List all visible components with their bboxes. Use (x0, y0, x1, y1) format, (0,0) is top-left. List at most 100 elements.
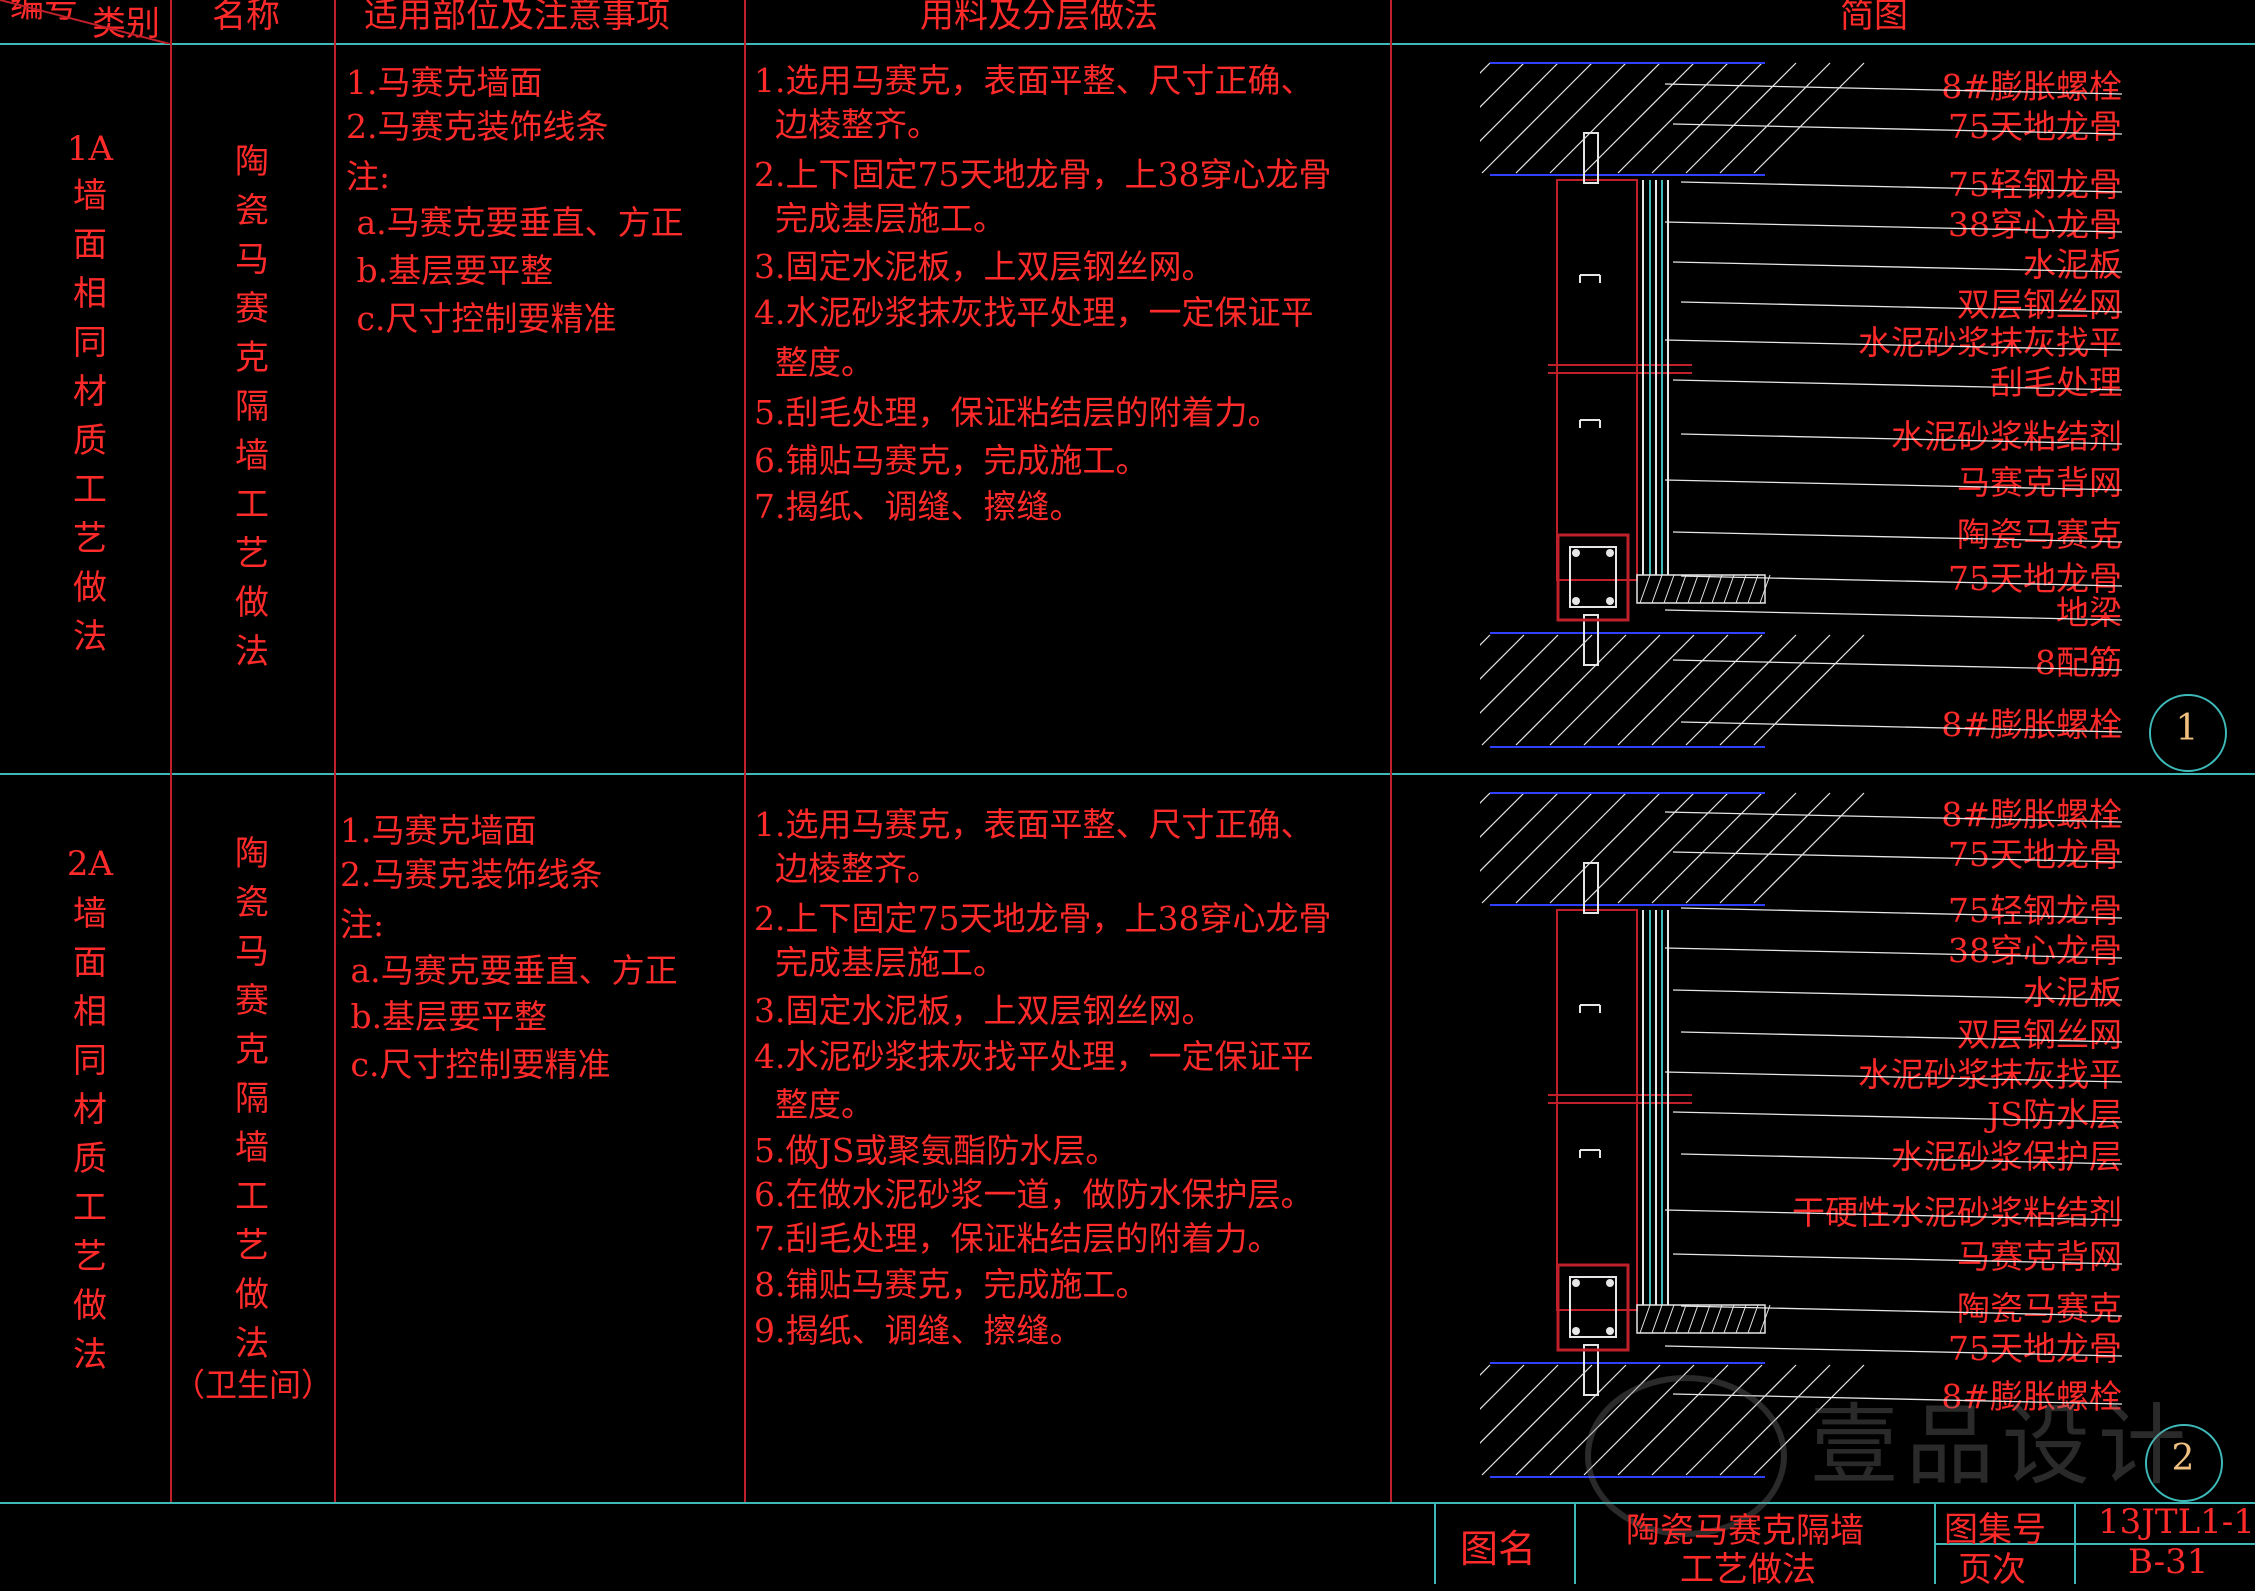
floor-hatch (1753, 634, 1865, 746)
callout-label: 8配筋 (2035, 643, 2122, 682)
row-1-method-line: 5.刮毛处理，保证粘结层的附着力。 (754, 393, 1281, 432)
row-1-code: 1A (66, 129, 114, 169)
row-2-scope-line: 注: (340, 905, 385, 944)
clip-mark (1579, 419, 1601, 428)
row-2-name-char: 隔 (235, 1079, 269, 1119)
floor-finish-hatch (1687, 1304, 1699, 1334)
leader-line (1672, 851, 2123, 863)
callout-label: 水泥砂浆保护层 (1891, 1137, 2122, 1176)
row-2-method-line: 7.刮毛处理，保证粘结层的附着力。 (754, 1219, 1281, 1258)
floor-hatch (1617, 634, 1729, 746)
row-2-category-char: 法 (73, 1335, 107, 1375)
floor-finish-hatch (1699, 574, 1711, 604)
row-2-name-char: 艺 (235, 1226, 269, 1266)
slab-hatch (1549, 62, 1661, 174)
row-1-name-char: 马 (235, 240, 269, 280)
callout-label: 马赛克背网 (1957, 1237, 2122, 1276)
leader-line (1672, 1253, 2123, 1265)
leader-line (1672, 261, 2123, 273)
floor-finish-hatch (1735, 1304, 1747, 1334)
leader-line (1664, 1345, 2123, 1357)
row-2-method-line: 9.揭纸、调缝、擦缝。 (754, 1311, 1083, 1350)
row-1-scope-line: c.尺寸控制要精准 (346, 299, 617, 338)
slab-hatch (1583, 62, 1695, 174)
leader-line (1680, 1153, 2123, 1165)
rebar-dot (1606, 1327, 1614, 1335)
rebar-dot (1606, 1279, 1614, 1287)
row-1-category-char: 材 (73, 372, 107, 412)
rebar-dot (1606, 597, 1614, 605)
table-bottom-rule (0, 1502, 2255, 1504)
row-2-scope-line: c.尺寸控制要精准 (340, 1045, 611, 1084)
callout-label: 水泥砂浆粘结剂 (1891, 417, 2122, 456)
row-2-name-char: 墙 (235, 1128, 269, 1168)
row-2-name-char: 陶 (235, 834, 269, 874)
row-1-category-char: 做 (73, 568, 107, 608)
callout-label: 8#膨胀螺栓 (1941, 795, 2122, 834)
row-2-method-line: 整度。 (754, 1085, 874, 1124)
page-label: 页次 (1958, 1550, 2026, 1590)
leader-line (1680, 301, 2123, 313)
row-1-category-char: 工 (73, 470, 107, 510)
header-number-prefix: 编号 (10, 0, 78, 26)
rebar-dot (1572, 549, 1580, 557)
row-2-category-char: 做 (73, 1286, 107, 1326)
row-2-method-line: 6.在做水泥砂浆一道，做防水保护层。 (754, 1175, 1314, 1214)
callout-label: 75天地龙骨 (1948, 107, 2122, 146)
slab-hatch (1515, 792, 1627, 904)
leader-line (1664, 609, 2123, 621)
top-slab (1490, 63, 1765, 173)
callout-label: JS防水层 (1987, 1095, 2122, 1134)
leader-line (1664, 947, 2123, 959)
row-1-name-char: 赛 (235, 289, 269, 329)
leader-line (1680, 1305, 2123, 1317)
detail-number-2: 2 (2171, 1438, 2195, 1479)
callout-label: 8#膨胀螺栓 (1941, 1377, 2122, 1416)
row-1-category-char: 法 (73, 617, 107, 657)
floor-hatch (1583, 634, 1695, 746)
ground-beam (1556, 533, 1630, 622)
row-1-method-line: 2.上下固定75天地龙骨，上38穿心龙骨 (754, 155, 1332, 194)
row-1-scope-line: 1.马赛克墙面 (346, 63, 543, 102)
leader-line (1664, 1209, 2123, 1221)
row-1-category-char: 质 (73, 421, 107, 461)
slab-hatch (1515, 62, 1627, 174)
rebar-dot (1572, 1327, 1580, 1335)
row-1-method-line: 6.铺贴马赛克，完成施工。 (754, 441, 1149, 480)
row-2-category-char: 相 (73, 992, 107, 1032)
row-2-name-char: 瓷 (235, 883, 269, 923)
leader-line (1664, 221, 2123, 233)
floor-finish-hatch (1711, 574, 1723, 604)
slab-hatch (1753, 792, 1865, 904)
row-2-method-line: 4.水泥砂浆抹灰找平处理，一定保证平 (754, 1037, 1314, 1076)
floor-hatch (1719, 634, 1831, 746)
callout-label: 水泥板 (2023, 245, 2122, 284)
floor-hatch (1480, 1364, 1525, 1410)
row-1-method-line: 3.固定水泥板，上双层钢丝网。 (754, 247, 1215, 286)
floor-finish-hatch (1735, 574, 1747, 604)
slab-hatch (1480, 62, 1525, 108)
slab-hatch (1481, 792, 1593, 904)
row-2-name-char: 做 (235, 1275, 269, 1315)
row-1-name-char: 瓷 (235, 191, 269, 231)
stud-frame (1556, 909, 1638, 1311)
floor-hatch (1480, 634, 1525, 680)
header-diagram: 简图 (1840, 0, 1908, 36)
callout-label: 刮毛处理 (1990, 363, 2122, 402)
beam-inner (1569, 546, 1617, 608)
slab-hatch (1719, 62, 1831, 174)
detail-number-2-bubble (2145, 1424, 2223, 1502)
row-1-category-char: 面 (73, 225, 107, 265)
rebar-dot (1572, 1279, 1580, 1287)
leader-line (1680, 907, 2123, 919)
callout-label: 75天地龙骨 (1948, 1329, 2122, 1368)
floor-hatch (1515, 634, 1627, 746)
clip-mark (1579, 274, 1601, 283)
header-diagonal (0, 0, 170, 44)
drawing-name-line1: 陶瓷马赛克隔墙 (1626, 1511, 1864, 1551)
row-1-method-line: 4.水泥砂浆抹灰找平处理，一定保证平 (754, 293, 1314, 332)
atlas-no: 13JTL1-1 (2098, 1502, 2255, 1542)
row-2-method-line: 5.做JS或聚氨酯防水层。 (754, 1131, 1119, 1170)
bottom-bolt (1583, 1344, 1599, 1396)
floor-finish-hatch (1639, 1304, 1651, 1334)
